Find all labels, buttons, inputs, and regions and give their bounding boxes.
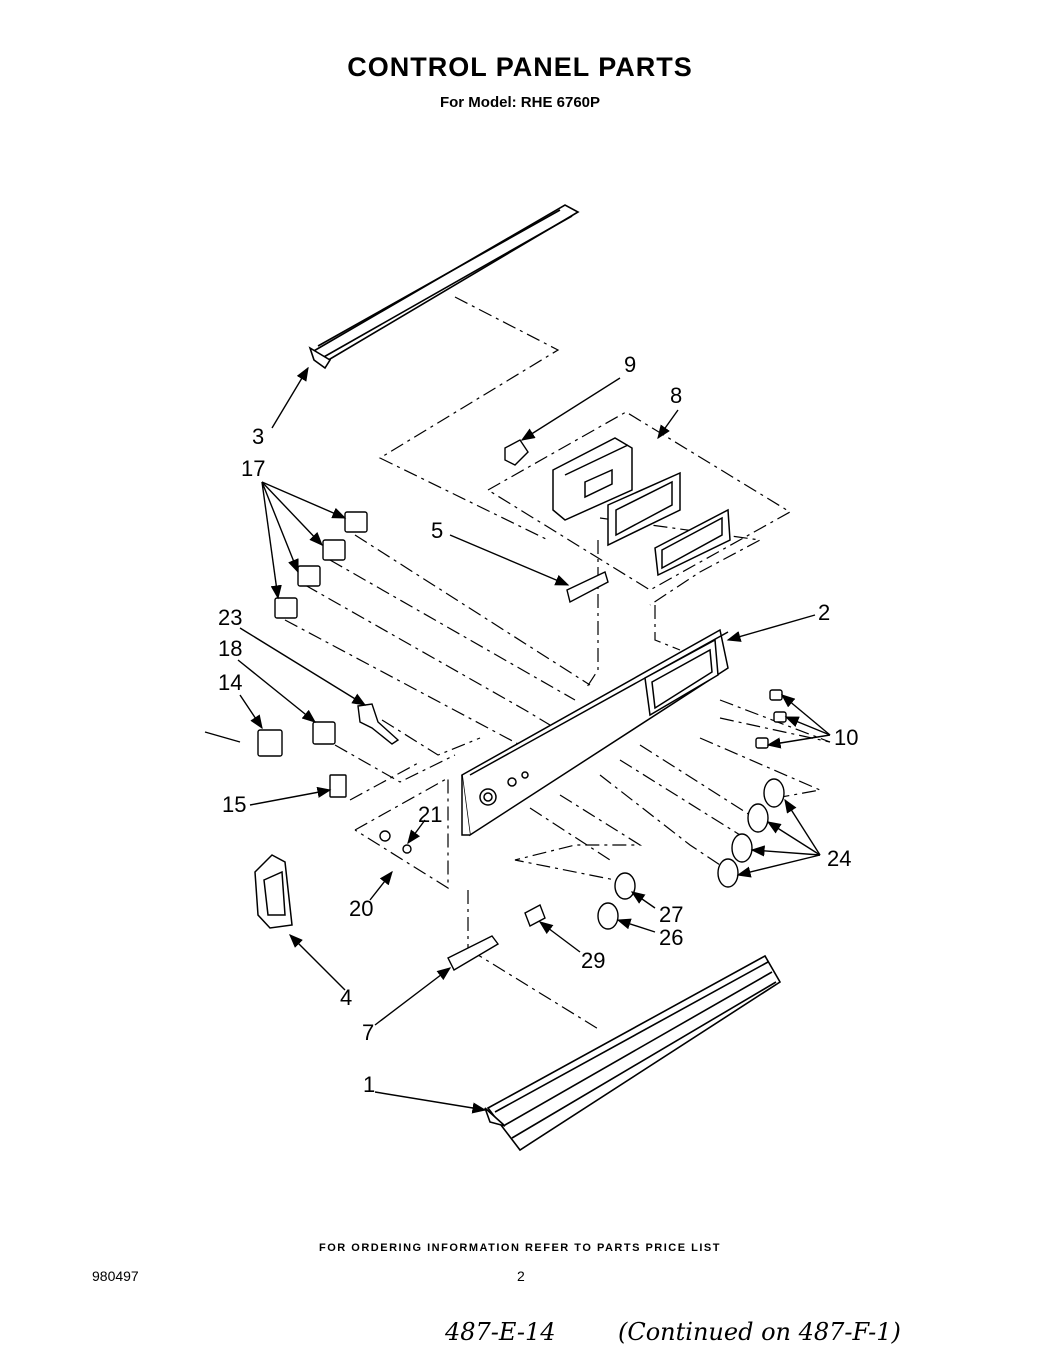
callout-1: 1 xyxy=(363,1072,375,1097)
leader-arrows xyxy=(237,366,831,1114)
handwritten-note: (Continued on 487-F-1) xyxy=(618,1318,901,1346)
part-8-clock-assembly xyxy=(552,437,731,577)
callout-labels: 1 2 3 4 5 7 8 9 10 14 15 17 18 20 21 23 … xyxy=(218,352,858,1097)
part-5-bracket xyxy=(566,571,609,604)
part-26-knob xyxy=(597,902,619,930)
callout-18: 18 xyxy=(218,636,242,661)
callout-15: 15 xyxy=(222,792,246,817)
part-10-screw xyxy=(773,711,787,723)
part-10-screw xyxy=(769,689,783,701)
page-number: 2 xyxy=(517,1268,525,1284)
part-14-switch xyxy=(257,729,283,757)
part-3-top-trim xyxy=(308,204,580,370)
callout-4: 4 xyxy=(340,985,352,1010)
callout-9: 9 xyxy=(624,352,636,377)
document-number: 980497 xyxy=(92,1268,139,1284)
part-21-nut xyxy=(402,844,412,854)
part-14-wire xyxy=(204,731,241,743)
page-title: CONTROL PANEL PARTS xyxy=(347,52,693,82)
callout-29: 29 xyxy=(581,948,605,973)
part-2-control-panel xyxy=(461,628,729,837)
callout-26: 26 xyxy=(659,925,683,950)
part-27-knob xyxy=(614,872,636,900)
part-24-knob xyxy=(763,778,785,808)
part-4-end-cap xyxy=(254,854,293,929)
part-24-knob xyxy=(747,803,769,833)
part-17-switches xyxy=(274,511,368,619)
callout-10: 10 xyxy=(834,725,858,750)
model-subtitle: For Model: RHE 6760P xyxy=(439,94,601,111)
part-15-terminal xyxy=(329,774,347,798)
left-components xyxy=(204,703,412,854)
callout-20: 20 xyxy=(349,896,373,921)
callout-14: 14 xyxy=(218,670,242,695)
callout-2: 2 xyxy=(818,600,830,625)
part-7-bracket xyxy=(447,935,500,971)
part-20-screw xyxy=(379,830,391,842)
callout-3: 3 xyxy=(252,424,264,449)
callout-21: 21 xyxy=(418,802,442,827)
callout-23: 23 xyxy=(218,605,242,630)
part-1-bottom-trim xyxy=(484,954,782,1152)
part-24-knob xyxy=(731,833,753,863)
callout-8: 8 xyxy=(670,383,682,408)
callout-17: 17 xyxy=(241,456,265,481)
handwritten-reference: 487-E-14 xyxy=(445,1318,556,1346)
part-24-knob xyxy=(717,858,739,888)
callout-27: 27 xyxy=(659,902,683,927)
callout-24: 24 xyxy=(827,846,851,871)
ordering-note: FOR ORDERING INFORMATION REFER TO PARTS … xyxy=(319,1242,721,1254)
part-23-switch xyxy=(357,703,400,745)
part-29-clip xyxy=(524,904,546,927)
callout-7: 7 xyxy=(362,1020,374,1045)
part-18-switch xyxy=(312,721,336,745)
callout-5: 5 xyxy=(431,518,443,543)
part-9-clip xyxy=(504,439,529,466)
part-10-screw xyxy=(755,737,769,749)
right-components xyxy=(524,689,787,930)
